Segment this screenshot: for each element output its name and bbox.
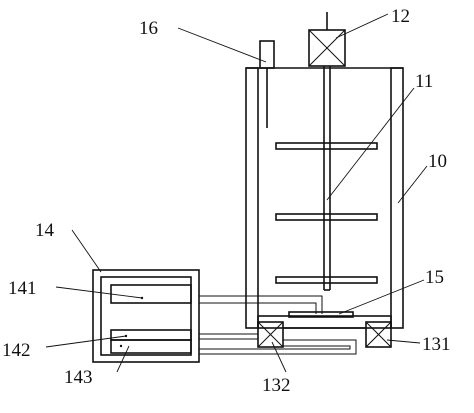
tank-left-wall [245,67,259,329]
heater-plate [288,311,354,318]
module-142 [110,329,192,341]
label-11: 11 [415,71,433,92]
module-143 [110,339,192,354]
valve-131 [365,321,392,348]
wire-upper-a [199,295,323,314]
pipe-return-inner [199,345,351,350]
label-143: 143 [64,367,93,388]
control-box-14 [92,269,200,363]
sensor-head [259,40,275,69]
leader-lines [45,13,428,373]
label-14: 14 [35,220,55,241]
wire-upper-b [199,302,317,314]
label-132: 132 [262,375,291,396]
label-10: 10 [428,151,447,172]
reference-numerals: 16 12 11 10 14 15 141 142 143 131 132 [2,6,451,396]
label-142: 142 [2,340,31,361]
leader-14 [71,229,102,273]
leader-143 [116,345,130,373]
motor-12 [308,12,346,67]
label-12: 12 [391,6,410,27]
leader-15 [338,279,425,315]
heater-15 [288,311,354,318]
leader-11 [326,87,415,201]
valve-132-box [257,321,284,348]
stirrer-blade-top [275,142,378,150]
label-15: 15 [425,267,444,288]
leader-131 [386,339,421,344]
label-131: 131 [422,334,451,355]
leader-16 [177,27,267,63]
leader-10 [397,165,428,204]
leader-141 [55,286,143,299]
valve-132 [257,321,284,348]
control-box-outer [92,269,200,363]
module-141 [110,284,192,304]
sensor-16 [259,40,275,128]
stirrer-11 [275,66,378,291]
label-16: 16 [139,18,158,39]
label-141: 141 [8,278,37,299]
stirrer-blade-middle [275,213,378,221]
leader-12 [335,13,389,39]
leader-142 [45,335,127,348]
stirrer-blade-bottom [275,276,378,284]
valve-131-box [365,321,392,348]
leader-132 [271,341,287,373]
control-box-inner [100,276,192,356]
